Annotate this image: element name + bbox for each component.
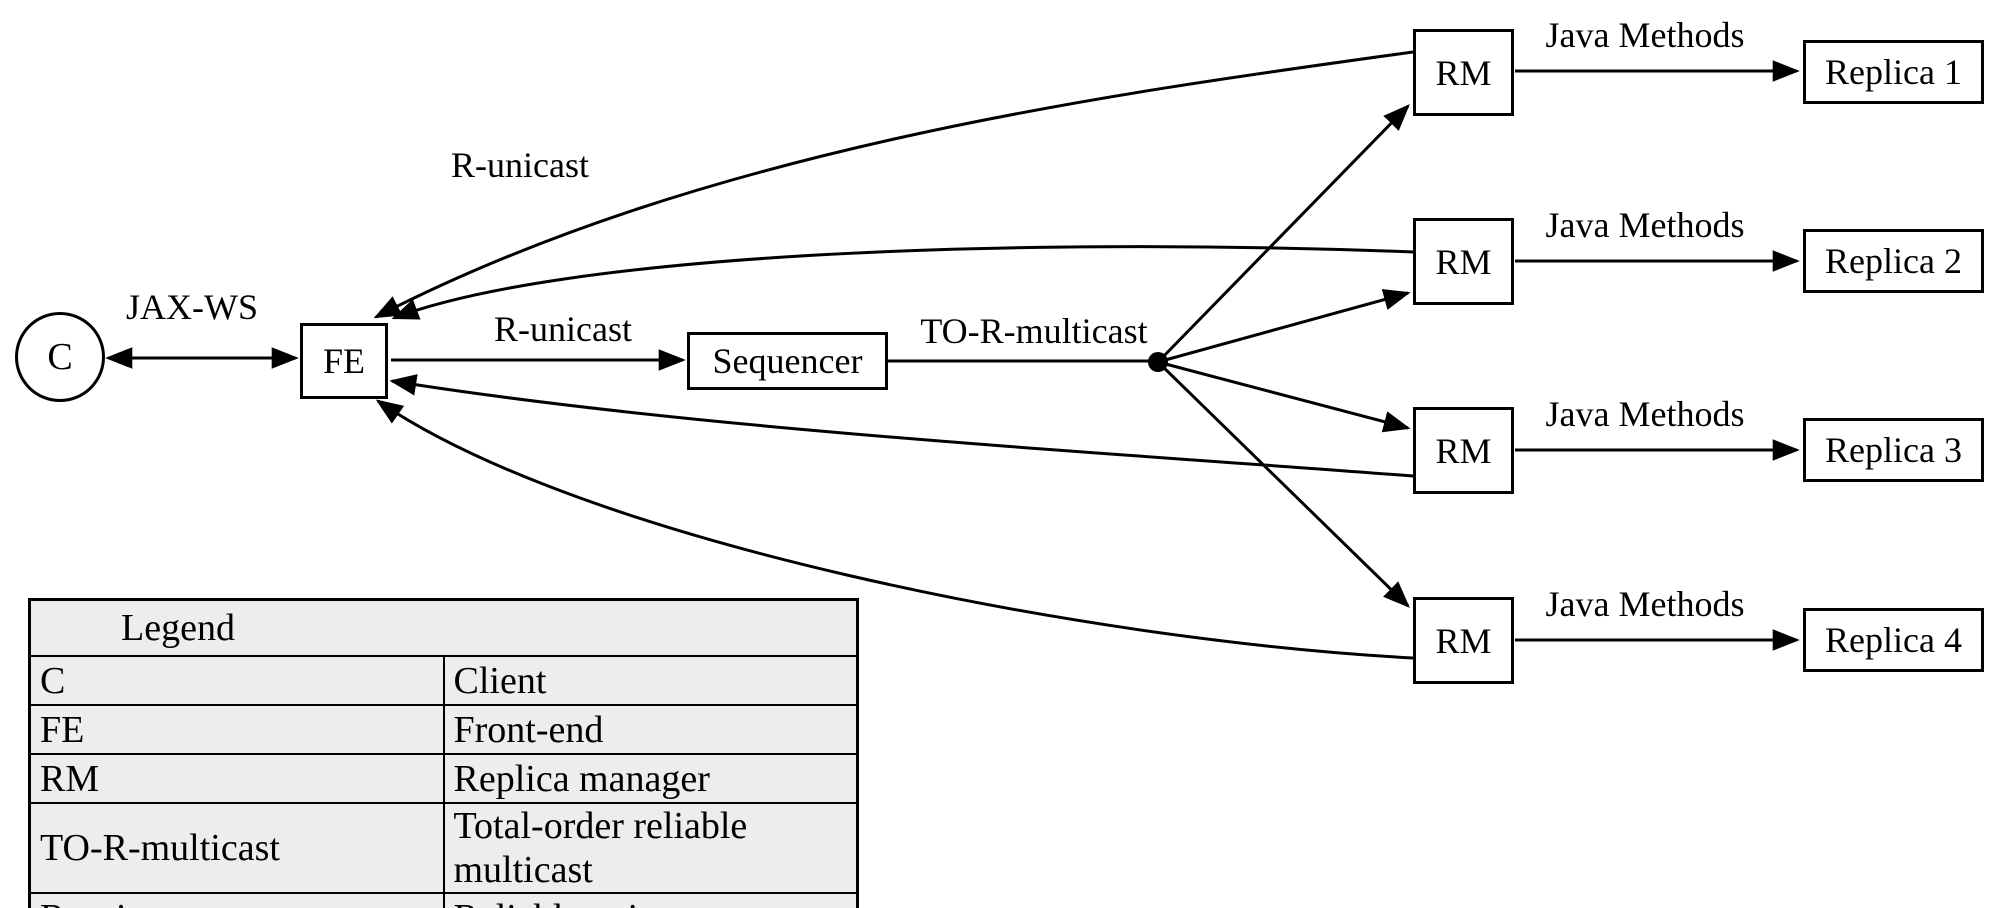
legend-meaning: Front-end — [442, 704, 859, 755]
node-rm-label: RM — [1435, 241, 1492, 282]
edge-label-java-methods-4: Java Methods — [1545, 584, 1745, 624]
node-replica-label: Replica 1 — [1825, 52, 1962, 92]
legend-title: Legend — [28, 598, 859, 657]
edge-multicast-rm1 — [1156, 104, 1410, 364]
edge-multicast-rm4 — [1156, 360, 1410, 608]
node-replica-label: Replica 2 — [1825, 241, 1962, 281]
legend-abbr: C — [28, 655, 445, 706]
edge-multicast-rm2 — [1157, 289, 1411, 364]
node-replica-2: Replica 2 — [1803, 229, 1984, 293]
node-rm-2: RM — [1413, 218, 1514, 305]
node-sequencer-label: Sequencer — [712, 341, 863, 381]
edge-label-r-unicast-request: R-unicast — [494, 309, 632, 349]
legend-meaning: Client — [442, 655, 859, 706]
edge-label-java-methods-2: Java Methods — [1545, 205, 1745, 245]
node-replica-label: Replica 3 — [1825, 430, 1962, 470]
edge-label-r-unicast-reply: R-unicast — [451, 145, 589, 185]
edge-label-jax-ws: JAX-WS — [126, 287, 258, 327]
node-replica-3: Replica 3 — [1803, 418, 1984, 482]
node-replica-1: Replica 1 — [1803, 40, 1984, 104]
edge-rm2-fe-reply — [391, 245, 1414, 320]
node-rm-4: RM — [1413, 597, 1514, 684]
edge-rm1-fe-reply — [373, 50, 1414, 319]
node-frontend: FE — [300, 323, 388, 399]
edge-label-java-methods-1: Java Methods — [1545, 15, 1745, 55]
node-client-label: C — [47, 336, 73, 378]
edge-label-java-methods-3: Java Methods — [1545, 394, 1745, 434]
edge-rm4-fe-reply — [375, 399, 1414, 660]
legend-header-row: Legend — [28, 598, 859, 657]
edge-label-to-r-multicast: TO-R-multicast — [920, 311, 1148, 351]
legend-abbr: RM — [28, 753, 445, 804]
legend-row-rm: RM Replica manager — [28, 753, 859, 804]
legend-abbr: R-unicast — [28, 892, 445, 908]
node-rm-label: RM — [1435, 52, 1492, 93]
node-replica-4: Replica 4 — [1803, 608, 1984, 672]
node-rm-label: RM — [1435, 430, 1492, 471]
node-frontend-label: FE — [322, 341, 365, 381]
legend-meaning: Replica manager — [442, 753, 859, 804]
node-rm-3: RM — [1413, 407, 1514, 494]
legend-abbr: FE — [28, 704, 445, 755]
node-rm-1: RM — [1413, 29, 1514, 116]
multicast-point — [1148, 352, 1168, 372]
node-replica-label: Replica 4 — [1825, 620, 1962, 660]
edge-rm3-fe-reply — [389, 374, 1414, 478]
legend-row-r-unicast: R-unicast Reliable unicast — [28, 892, 859, 908]
node-rm-label: RM — [1435, 620, 1492, 661]
legend-abbr: TO-R-multicast — [28, 802, 445, 894]
node-client: C — [15, 312, 105, 402]
legend-table: Legend C Client FE Front-end RM Replica … — [28, 598, 859, 908]
legend-row-frontend: FE Front-end — [28, 704, 859, 755]
edge-multicast-rm3 — [1157, 360, 1411, 433]
legend-meaning: Total-order reliable multicast — [442, 802, 859, 894]
node-sequencer: Sequencer — [687, 332, 888, 390]
legend-row-to-r-multicast: TO-R-multicast Total-order reliable mult… — [28, 802, 859, 894]
legend-row-client: C Client — [28, 655, 859, 706]
legend-meaning: Reliable unicast — [442, 892, 859, 908]
